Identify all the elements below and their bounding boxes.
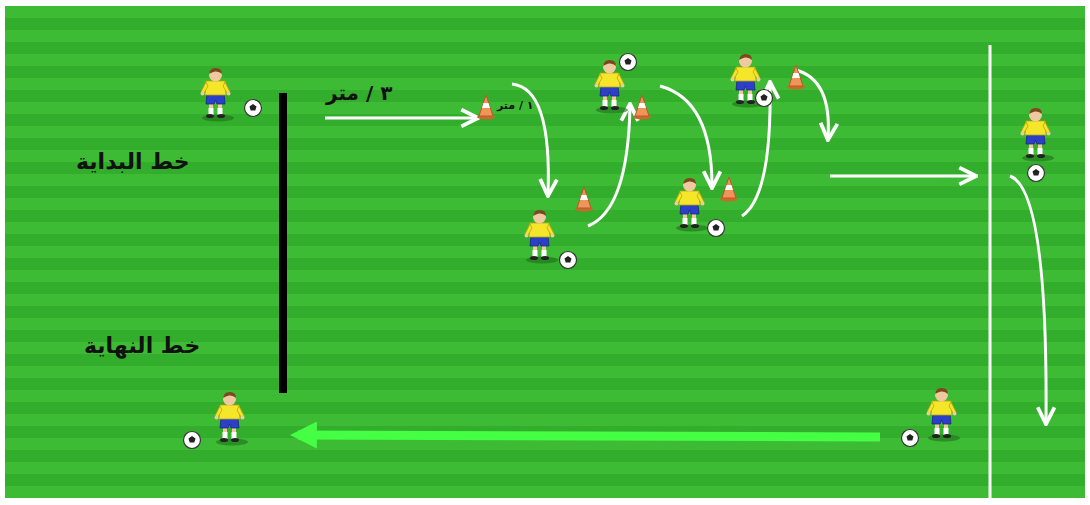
distance-label: ١ / متر [497, 100, 534, 112]
path-arrows [325, 70, 1046, 422]
turn-line [989, 45, 992, 505]
return-arrow [298, 435, 880, 437]
line-label: خط النهاية [84, 334, 200, 358]
distance-label: ٣ / متر [326, 82, 392, 104]
cones [477, 65, 805, 212]
line-label: خط البداية [76, 150, 190, 174]
players [184, 54, 1055, 449]
start-line [279, 93, 287, 393]
